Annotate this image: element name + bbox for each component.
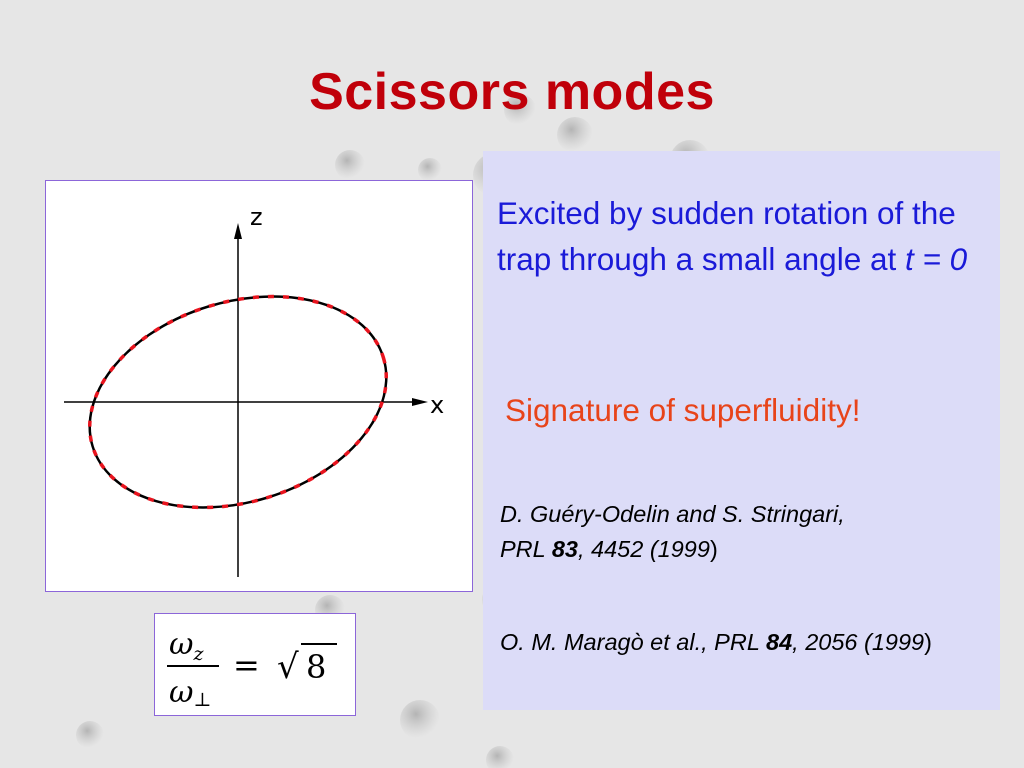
ellipse-figure: z x [45, 180, 473, 592]
frequency-ratio-formula: ωz ω⊥ = √ 8 [154, 613, 356, 716]
formula-numerator: ωz [169, 627, 204, 665]
ref1-volume: 83 [551, 536, 578, 562]
text-panel [483, 151, 1000, 710]
ellipse-plot: z x [64, 203, 444, 577]
formula-denominator: ω⊥ [169, 675, 211, 711]
ref1-close: ) [709, 536, 718, 562]
sqrt-sign: √ [277, 647, 299, 687]
ref1-pages: , 4452 (1999 [577, 536, 710, 562]
x-axis-label: x [430, 391, 444, 419]
reference-guery-odelin: D. Guéry-Odelin and S. Stringari, PRL 83… [500, 497, 990, 567]
ref1-authors: D. Guéry-Odelin and S. Stringari, [500, 501, 845, 527]
ref2-pages: , 2056 (1999 [792, 629, 925, 655]
z-axis-arrow [234, 223, 242, 239]
superfluidity-signature: Signature of superfluidity! [505, 392, 861, 428]
ref2-volume: 84 [766, 629, 793, 655]
ref2-authors: O. M. Maragò et al., PRL [500, 629, 760, 655]
z-axis-label: z [250, 203, 263, 231]
radicand: 8 [306, 648, 326, 686]
reference-marago: O. M. Maragò et al., PRL 84, 2056 (1999) [500, 625, 990, 660]
time-zero: t = 0 [905, 241, 968, 277]
excitation-text: Excited by sudden rotation of the trap t… [497, 195, 956, 277]
ref1-journal: PRL [500, 536, 546, 562]
slide-title: Scissors modes [309, 63, 715, 121]
x-axis-arrow [412, 398, 428, 406]
excitation-description: Excited by sudden rotation of the trap t… [497, 190, 992, 282]
ref2-close: ) [924, 629, 932, 655]
formula-graphic: ωz ω⊥ = √ 8 [167, 627, 337, 711]
equals-sign: = [233, 646, 260, 684]
ellipse-dashes [87, 294, 389, 510]
